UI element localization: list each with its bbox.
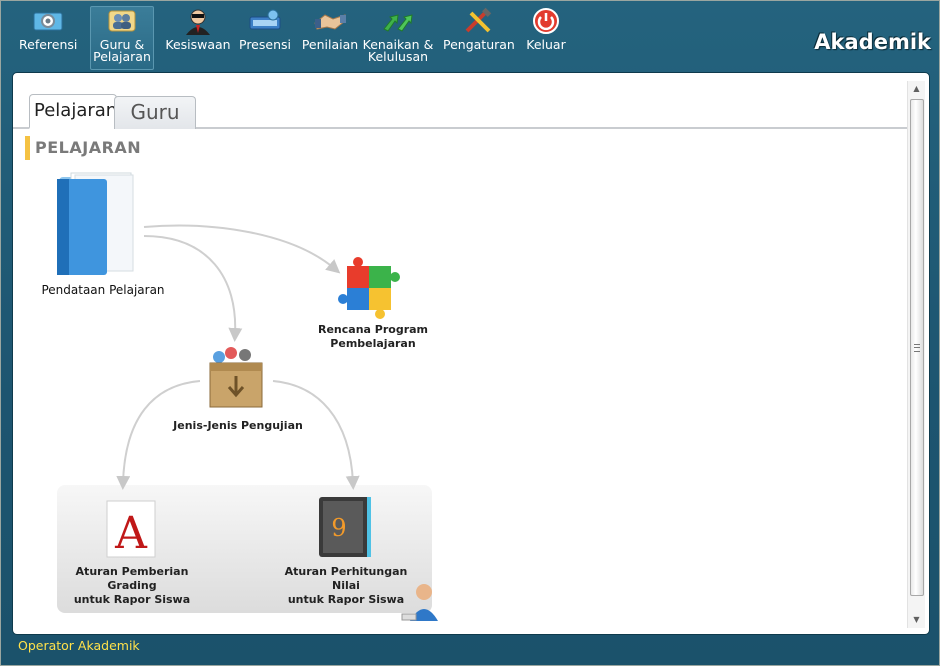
flow-arrow bbox=[272, 380, 360, 490]
toolbar-label: Guru & bbox=[99, 37, 145, 52]
svg-text:A: A bbox=[114, 508, 148, 559]
grip-icon bbox=[914, 344, 920, 352]
content-panel: Pelajaran Guru PELAJARAN bbox=[12, 72, 930, 635]
folder-icon bbox=[57, 172, 134, 275]
node-label: untuk Rapor Siswa bbox=[287, 593, 405, 606]
grade-letter-icon: A bbox=[106, 500, 156, 559]
toolbar-label: Kenaikan & bbox=[362, 37, 434, 52]
toolbar-label: Kesiswaan bbox=[165, 37, 231, 52]
tab-bar: Pelajaran Guru bbox=[13, 91, 907, 129]
node-label: Aturan Perhitungan Nilai bbox=[284, 565, 408, 592]
flow-arrow bbox=[116, 380, 201, 490]
flow-diagram: A 9 bbox=[57, 172, 438, 621]
node-label: Pembelajaran bbox=[330, 337, 416, 350]
section-title: PELAJARAN bbox=[25, 136, 141, 160]
toolbar-label: Keluar bbox=[526, 37, 566, 52]
toolbar-presensi[interactable]: Presensi bbox=[237, 7, 293, 51]
vertical-scrollbar[interactable]: ▲ ▼ bbox=[907, 81, 925, 628]
keyboard-icon bbox=[249, 9, 281, 30]
node-label: untuk Rapor Siswa bbox=[73, 593, 191, 606]
toolbar-pengaturan[interactable]: Pengaturan bbox=[443, 7, 515, 52]
student-icon bbox=[186, 9, 210, 35]
toolbar-label: Referensi bbox=[19, 37, 78, 52]
users-icon bbox=[108, 10, 136, 32]
node-aturan-perhitungan[interactable]: Aturan Perhitungan Nilai untuk Rapor Sis… bbox=[271, 565, 421, 607]
tab-guru[interactable]: Guru bbox=[114, 96, 196, 129]
scroll-up-icon[interactable]: ▲ bbox=[913, 84, 920, 93]
toolbar-referensi[interactable]: Referensi bbox=[19, 7, 77, 51]
toolbar-kenaikan-kelulusan[interactable]: Kenaikan & Kelulusan bbox=[362, 7, 434, 63]
handshake-icon bbox=[314, 14, 346, 30]
node-label: Aturan Pemberian Grading bbox=[75, 565, 189, 592]
user-icon bbox=[401, 584, 438, 621]
power-icon bbox=[533, 8, 559, 34]
scroll-down-icon[interactable]: ▼ bbox=[913, 615, 920, 624]
node-label: Pendataan Pelajaran bbox=[41, 283, 165, 297]
node-pendataan-pelajaran[interactable]: Pendataan Pelajaran bbox=[33, 283, 173, 297]
node-jenis-pengujian[interactable]: Jenis-Jenis Pengujian bbox=[173, 419, 303, 432]
toolbar-label: Pelajaran bbox=[93, 49, 151, 64]
toolbar-keluar[interactable]: Keluar bbox=[522, 7, 570, 51]
calculation-book-icon: 9 bbox=[319, 497, 371, 557]
node-rencana-program[interactable]: Rencana Program Pembelajaran bbox=[313, 323, 433, 351]
puzzle-icon bbox=[338, 257, 400, 319]
toolbar-label: Pengaturan bbox=[443, 37, 515, 52]
arrows-icon bbox=[383, 14, 413, 32]
toolbar-label: Penilaian bbox=[301, 37, 359, 52]
node-label: Jenis-Jenis Pengujian bbox=[173, 419, 303, 432]
app-brand: Akademik bbox=[814, 30, 931, 54]
main-toolbar: Referensi Guru & Pelajaran Kesiswaan bbox=[1, 1, 940, 71]
flow-arrow bbox=[143, 224, 341, 274]
toolbar-label: Presensi bbox=[239, 37, 291, 52]
toolbar-guru-pelajaran[interactable]: Guru & Pelajaran bbox=[90, 6, 154, 70]
status-user: Operator Akademik bbox=[18, 638, 140, 653]
gear-card-icon bbox=[33, 12, 63, 31]
toolbar-label: Kelulusan bbox=[367, 49, 429, 64]
toolbar-penilaian[interactable]: Penilaian bbox=[301, 7, 359, 51]
tools-icon bbox=[465, 7, 492, 33]
toolbar-kesiswaan[interactable]: Kesiswaan bbox=[165, 7, 231, 51]
node-aturan-grading[interactable]: Aturan Pemberian Grading untuk Rapor Sis… bbox=[57, 565, 207, 607]
scroll-thumb[interactable] bbox=[910, 99, 924, 596]
box-icon bbox=[209, 347, 263, 408]
node-label: Rencana Program bbox=[317, 323, 429, 336]
svg-text:9: 9 bbox=[331, 514, 346, 542]
flow-arrow bbox=[143, 235, 243, 342]
